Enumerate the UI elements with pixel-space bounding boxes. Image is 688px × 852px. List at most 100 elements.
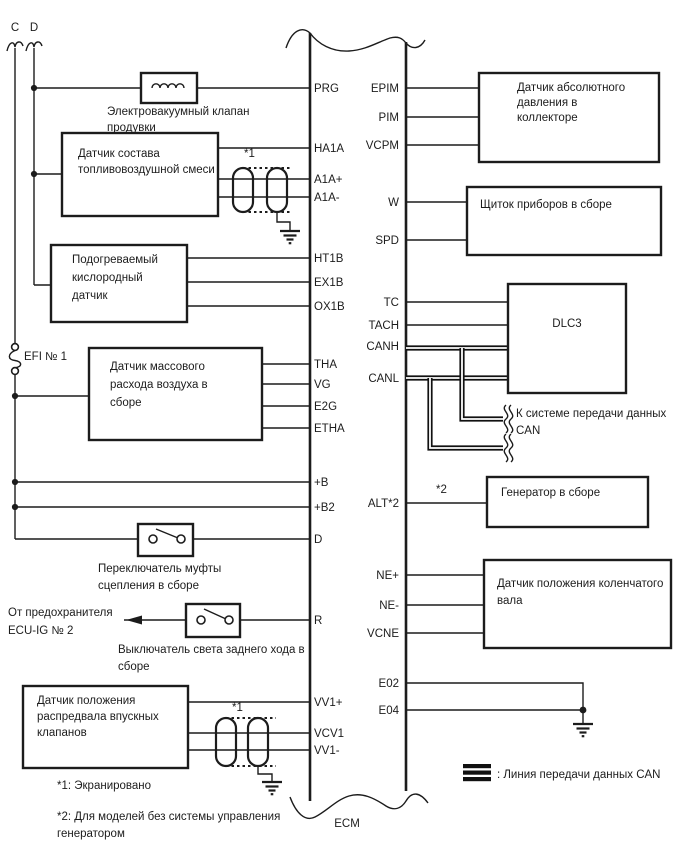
map-label-3: коллекторе bbox=[517, 112, 578, 124]
ecm-connector: ECM bbox=[285, 29, 429, 830]
ecm-label: ECM bbox=[334, 818, 360, 830]
pin-plus-b: +B bbox=[314, 477, 329, 489]
pin-alt: ALT*2 bbox=[368, 498, 399, 510]
pin-tc: TC bbox=[384, 297, 399, 309]
pin-ht1b: HT1B bbox=[314, 253, 344, 265]
pin-e2g: E2G bbox=[314, 401, 337, 413]
can-legend-icon bbox=[463, 777, 491, 782]
map-sensor: Датчик абсолютного давления в коллекторе bbox=[406, 71, 661, 164]
pin-tach: TACH bbox=[369, 320, 399, 332]
maf-sensor-box bbox=[87, 346, 264, 442]
left-pin-labels: PRG HA1A A1A+ A1A- HT1B EX1B OX1B THA VG… bbox=[314, 83, 345, 757]
maf-label-3: сборе bbox=[110, 397, 142, 409]
maf-sensor: Датчик массового расхода воздуха в сборе bbox=[11, 346, 309, 442]
shield-icon: *1 bbox=[231, 148, 300, 245]
can-legend: : Линия передачи данных CAN bbox=[463, 764, 660, 782]
dlc3-can: DLC3 К системе передачи данных CAN bbox=[406, 282, 667, 463]
pin-canl: CANL bbox=[368, 373, 399, 385]
pin-ne-minus: NE- bbox=[379, 600, 399, 612]
purge-valve-label-2: продувки bbox=[107, 122, 156, 134]
pin-tha: THA bbox=[314, 359, 337, 371]
dlc3-label: DLC3 bbox=[552, 318, 581, 330]
can-branch-canh bbox=[459, 348, 503, 422]
wire-e02 bbox=[406, 682, 584, 710]
pin-e04: E04 bbox=[379, 705, 400, 717]
clutch-switch: Переключатель муфты сцепления в сборе bbox=[15, 522, 309, 592]
can-legend-icon bbox=[463, 764, 491, 769]
pin-d: D bbox=[314, 534, 322, 546]
purge-valve-label-1: Электровакуумный клапан bbox=[107, 106, 250, 118]
clutch-switch-label-1: Переключатель муфты bbox=[98, 563, 221, 575]
maf-label-1: Датчик массового bbox=[110, 361, 205, 373]
heated-o2-label-1: Подогреваемый bbox=[72, 254, 158, 266]
heated-o2-sensor: Подогреваемый кислородный датчик bbox=[34, 243, 309, 324]
can-note-2: CAN bbox=[516, 425, 540, 437]
cam-label-1: Датчик положения bbox=[37, 695, 135, 707]
generator-label: Генератор в сборе bbox=[501, 487, 600, 499]
can-break-icon bbox=[503, 404, 514, 434]
junction-dot bbox=[11, 478, 19, 486]
can-branch-canl bbox=[427, 378, 503, 451]
crank-sensor: Датчик положения коленчатого вала bbox=[406, 558, 673, 650]
backup-switch: От предохранителя ECU-IG № 2 Выключатель… bbox=[8, 602, 309, 673]
can-legend-icon bbox=[463, 770, 491, 775]
switch-icon bbox=[196, 608, 234, 625]
shield-icon: *1 bbox=[214, 702, 282, 796]
pin-r: R bbox=[314, 615, 322, 627]
afr-sensor-box bbox=[60, 131, 220, 218]
note2-label-1: *2: Для моделей без системы управления bbox=[57, 811, 280, 823]
ecm-top-tear bbox=[285, 29, 426, 52]
coil-icon bbox=[151, 83, 185, 89]
ground-icon bbox=[573, 722, 593, 738]
backup-switch-label-1: Выключатель света заднего хода в bbox=[118, 644, 305, 656]
pin-epim: EPIM bbox=[371, 83, 399, 95]
map-label-1: Датчик абсолютного bbox=[517, 82, 625, 94]
pin-etha: ETHA bbox=[314, 423, 345, 435]
pin-prg: PRG bbox=[314, 83, 339, 95]
combination-meter-label: Щиток приборов в сборе bbox=[480, 199, 612, 211]
can-break-icon bbox=[503, 433, 514, 463]
line-c-tear bbox=[6, 41, 24, 52]
afr-sensor-label-1: Датчик состава bbox=[78, 148, 160, 160]
junction-dot bbox=[11, 392, 19, 400]
pin-ha1a: HA1A bbox=[314, 143, 344, 155]
switch-icon bbox=[148, 528, 186, 544]
pin-pim: PIM bbox=[379, 112, 399, 124]
pin-vcne: VCNE bbox=[367, 628, 399, 640]
feed-lines: C D bbox=[6, 22, 43, 539]
pin-vcv1: VCV1 bbox=[314, 728, 344, 740]
pin-a1a-plus: A1A+ bbox=[314, 174, 343, 186]
from-fuse-label-1: От предохранителя bbox=[8, 607, 113, 619]
heated-o2-label-2: кислородный bbox=[72, 272, 143, 284]
junction-dot bbox=[11, 503, 19, 511]
pin-e02: E02 bbox=[379, 678, 399, 690]
can-note-1: К системе передачи данных bbox=[516, 408, 667, 420]
cam-sensor: Датчик положения распредвала впускных кл… bbox=[21, 684, 309, 796]
shield-star1-label: *1 bbox=[232, 702, 243, 714]
can-legend-label: : Линия передачи данных CAN bbox=[497, 769, 660, 781]
ground-icon bbox=[262, 780, 282, 796]
clutch-switch-label-2: сцепления в сборе bbox=[98, 580, 199, 592]
generator-box bbox=[485, 475, 650, 529]
crank-sensor-box bbox=[482, 558, 673, 650]
pin-ex1b: EX1B bbox=[314, 277, 344, 289]
shield-star1-label: *1 bbox=[244, 148, 255, 160]
maf-label-2: расхода воздуха в bbox=[110, 379, 208, 391]
map-label-2: давления в bbox=[517, 97, 577, 109]
afr-sensor: Датчик состава топливовоздушной смеси *1 bbox=[30, 131, 309, 245]
from-fuse-label-2: ECU-IG № 2 bbox=[8, 625, 73, 637]
star2-label: *2 bbox=[436, 484, 447, 496]
right-pin-labels: EPIM PIM VCPM W SPD TC TACH CANH CANL AL… bbox=[366, 83, 400, 717]
connector-c-label: C bbox=[11, 22, 19, 34]
dlc3-box bbox=[506, 282, 628, 395]
note2-label-2: генератором bbox=[57, 828, 125, 840]
pin-spd: SPD bbox=[375, 235, 399, 247]
ecm-bottom-tear bbox=[289, 793, 429, 819]
note1-label: *1: Экранировано bbox=[57, 780, 151, 792]
cam-label-3: клапанов bbox=[37, 727, 87, 739]
fuse-efi-label: EFI № 1 bbox=[24, 351, 67, 363]
pin-a1a-minus: A1A- bbox=[314, 192, 340, 204]
power-wires bbox=[11, 478, 309, 511]
arrow-icon bbox=[126, 615, 142, 625]
